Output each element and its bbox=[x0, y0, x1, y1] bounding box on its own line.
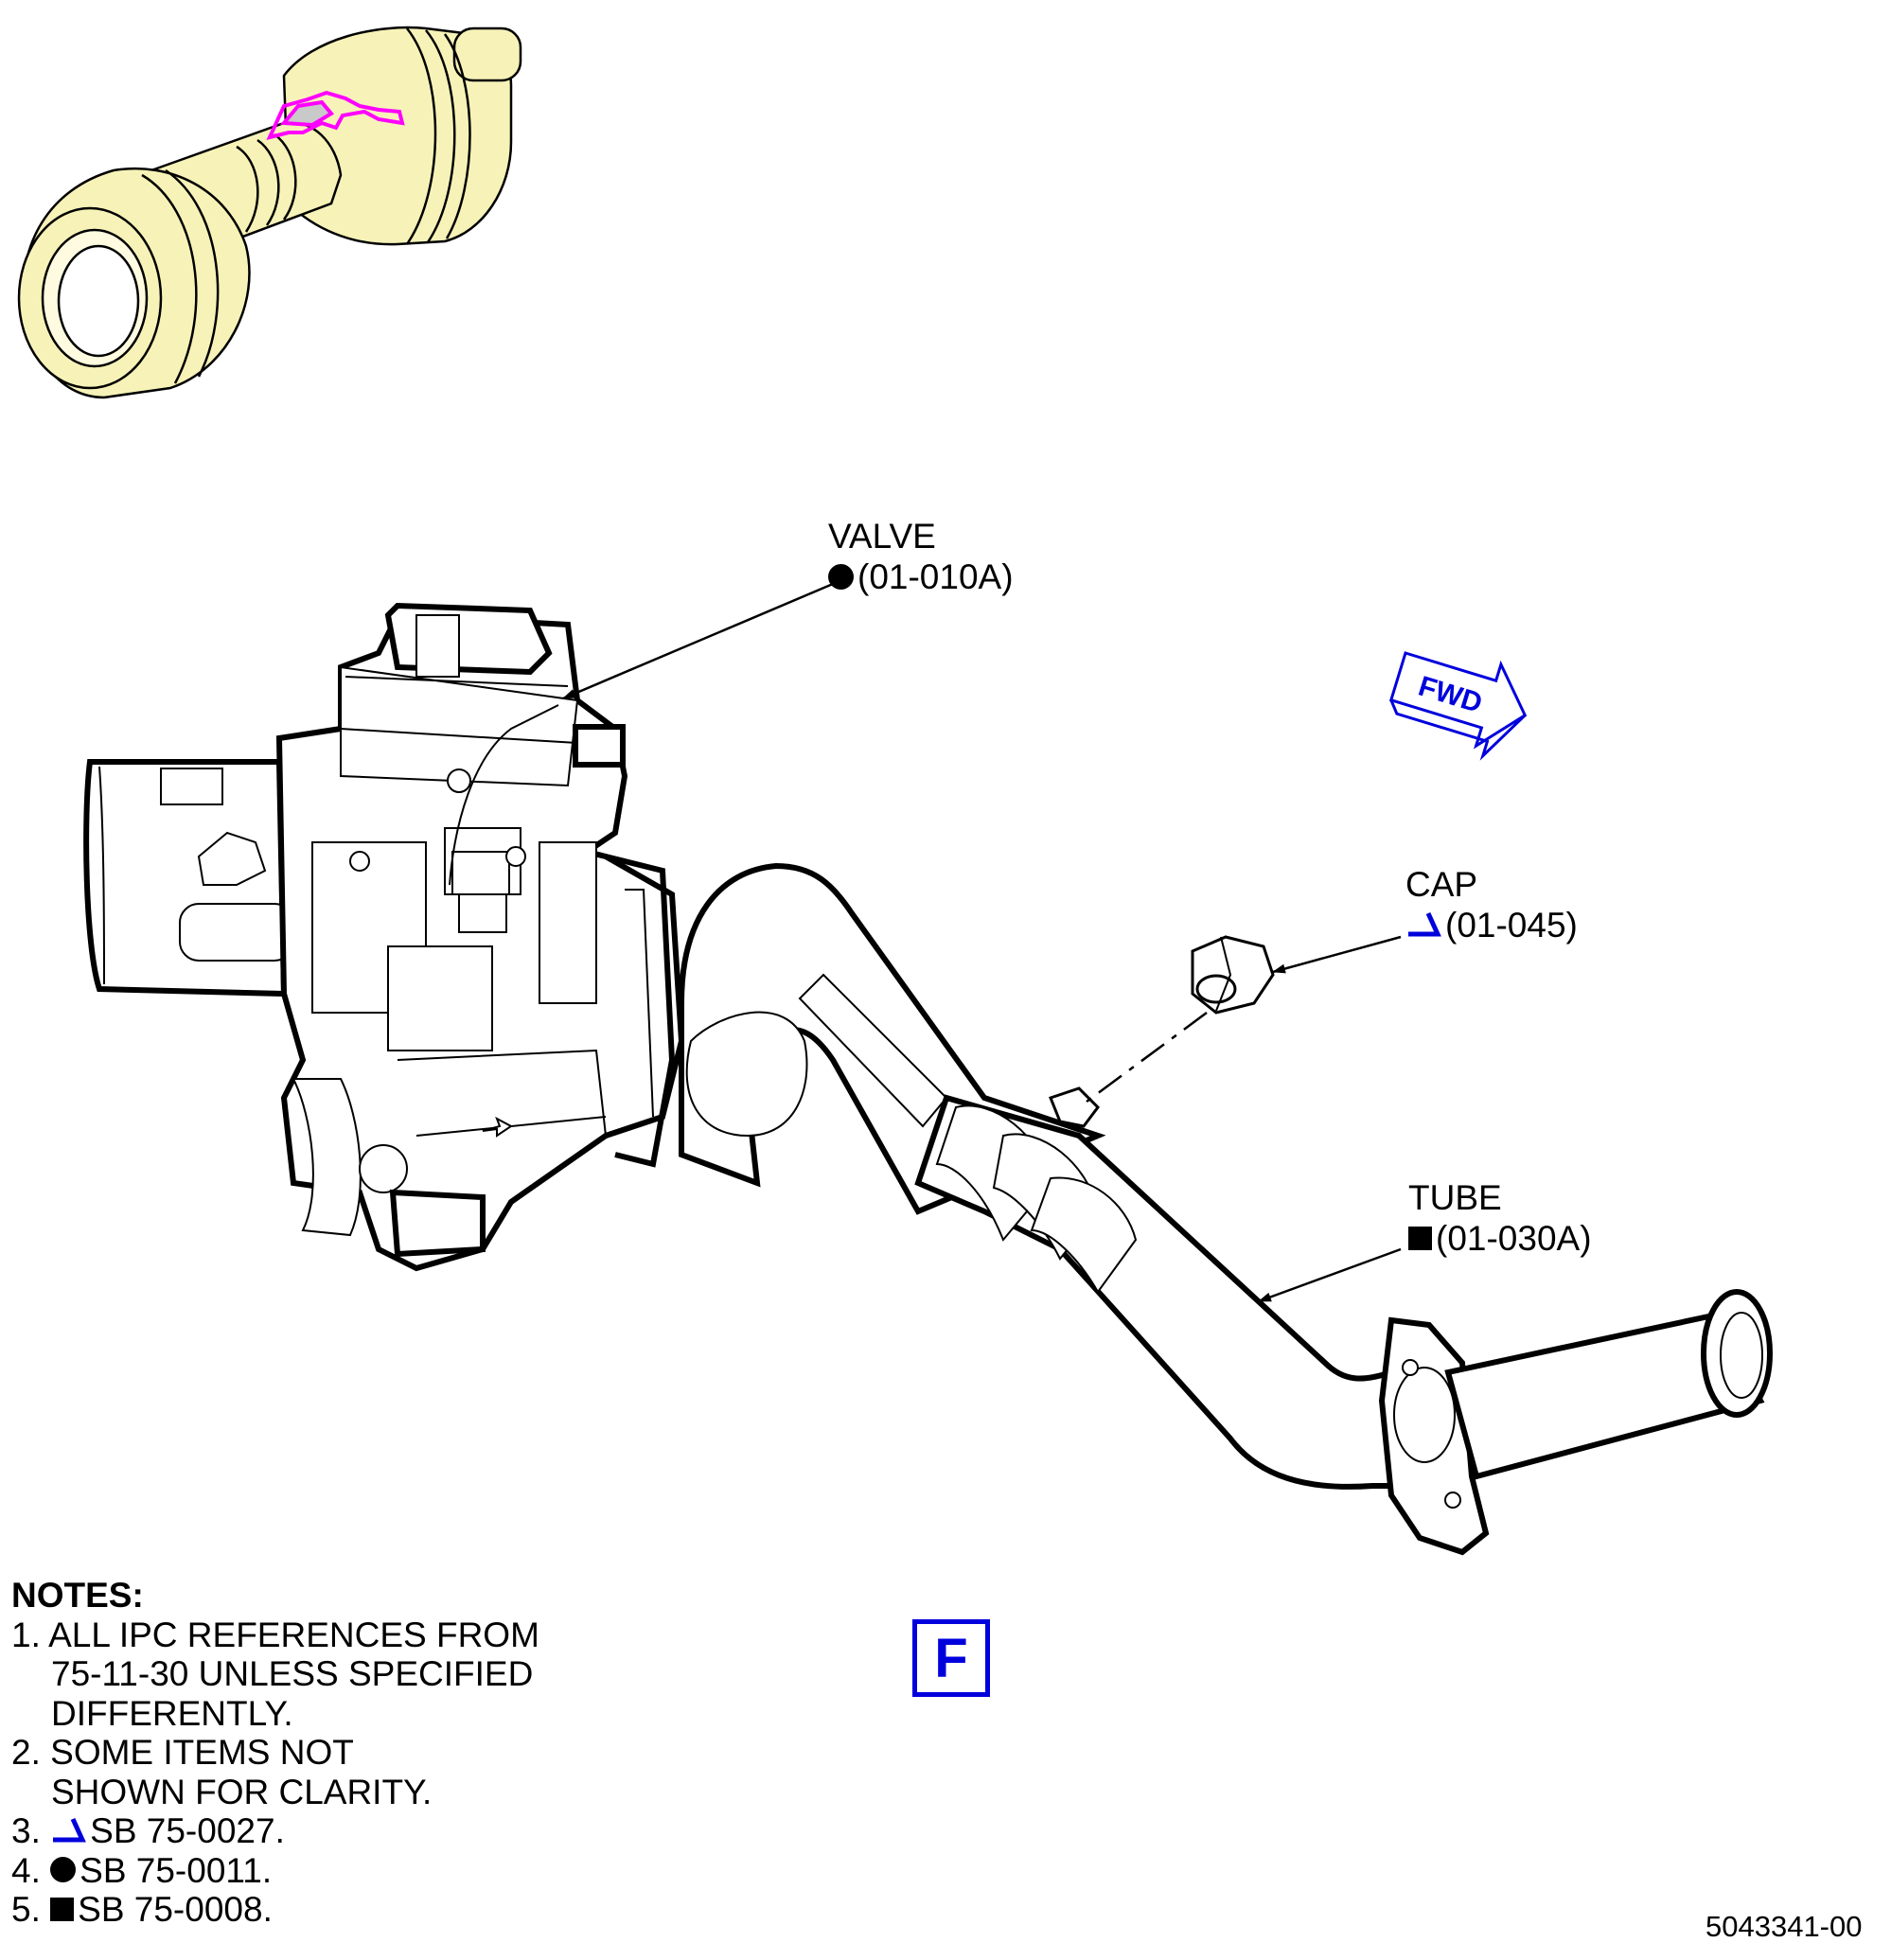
tube bbox=[914, 1086, 1773, 1556]
fwd-arrow: FWD bbox=[1388, 651, 1528, 761]
tube-leader-line bbox=[1258, 1247, 1402, 1303]
note-5: 5. SB 75-0008. bbox=[11, 1890, 273, 1929]
valve-callout: VALVE (01-010A) bbox=[828, 516, 1014, 597]
component-location-highlight bbox=[266, 90, 405, 140]
note-2: 2. SOME ITEMS NOT bbox=[11, 1733, 354, 1772]
note-3: 3. SB 75-0027. bbox=[11, 1811, 285, 1850]
engine-locator-view bbox=[17, 26, 522, 399]
valve-assembly bbox=[83, 602, 685, 1272]
tube-reference: (01-030A) bbox=[1408, 1218, 1592, 1259]
valve-leader-line bbox=[562, 582, 834, 700]
view-label-box: F bbox=[912, 1619, 990, 1697]
valve-label: VALVE bbox=[828, 517, 936, 556]
cap-reference: (01-045) bbox=[1405, 905, 1578, 945]
check-arrow-icon bbox=[1408, 912, 1441, 937]
note-2-line-2: SHOWN FOR CLARITY. bbox=[51, 1772, 433, 1811]
note-1: 1. ALL IPC REFERENCES FROM bbox=[11, 1615, 539, 1654]
tube-label: TUBE bbox=[1408, 1178, 1502, 1217]
cap-label: CAP bbox=[1405, 865, 1478, 904]
square-symbol-icon bbox=[1408, 1226, 1432, 1250]
view-label: F bbox=[934, 1627, 968, 1689]
cap-centerline bbox=[1078, 1011, 1208, 1109]
note-1-line-3: DIFFERENTLY. bbox=[51, 1693, 293, 1733]
circle-symbol-icon bbox=[828, 563, 854, 590]
cap-leader-line bbox=[1272, 935, 1402, 974]
tube-callout: TUBE (01-030A) bbox=[1408, 1177, 1592, 1259]
note-1-line-2: 75-11-30 UNLESS SPECIFIED bbox=[51, 1654, 534, 1693]
circle-symbol-icon bbox=[50, 1857, 77, 1883]
square-symbol-icon bbox=[50, 1897, 75, 1921]
check-arrow-icon bbox=[53, 1818, 87, 1843]
note-4: 4. SB 75-0011. bbox=[11, 1850, 273, 1890]
valve-reference: (01-010A) bbox=[828, 556, 1014, 597]
notes-title: NOTES: bbox=[11, 1576, 144, 1615]
notes: NOTES: 1. ALL IPC REFERENCES FROM 75-11-… bbox=[11, 1576, 539, 1930]
drawing-number: 5043341-00 bbox=[1705, 1910, 1863, 1943]
cap bbox=[1191, 935, 1275, 1015]
cap-callout: CAP (01-045) bbox=[1405, 864, 1578, 945]
